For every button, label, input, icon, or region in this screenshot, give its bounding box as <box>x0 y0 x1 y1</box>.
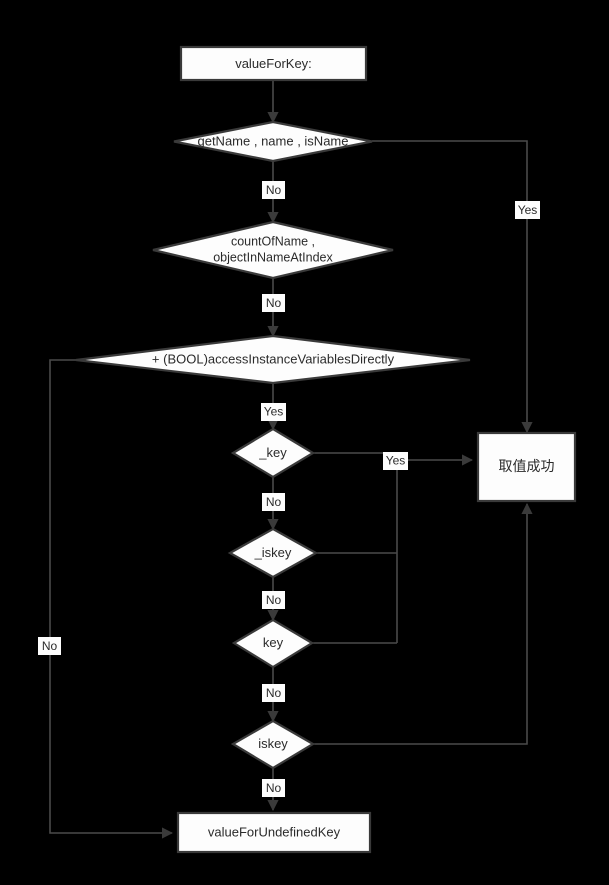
edge-label-key-no-text: No <box>266 686 282 700</box>
edge-label-underscorekey-yes-text: Yes <box>386 454 406 468</box>
node-iskey-diamond[interactable] <box>230 719 316 770</box>
edge-label-underscorekey-no-text: No <box>266 495 282 509</box>
edge-accessivars-no-to-undefinedkey <box>49 359 174 839</box>
edge-label-underscoreiskey-no-text: No <box>266 593 282 607</box>
node-underscore-iskey-diamond[interactable] <box>227 527 319 579</box>
edge-label-key-no: No <box>262 684 285 702</box>
node-accessinstancevariablesdirectly-diamond[interactable] <box>75 334 471 385</box>
node-valueforundefinedkey-box[interactable] <box>176 811 372 854</box>
node-success-label: 取值成功 <box>499 459 555 475</box>
node-underscore-key-diamond[interactable] <box>230 427 316 479</box>
edge-label-getname-yes: Yes <box>515 201 540 219</box>
node-key-label: key <box>263 635 284 650</box>
edge-label-accessivars-no-text: No <box>42 639 58 653</box>
edge-label-underscorekey-yes: Yes <box>383 452 408 470</box>
edge-label-getname-no: No <box>262 181 285 199</box>
edge-label-countofname-no: No <box>262 294 285 312</box>
edge-label-iskey-no-text: No <box>266 781 282 795</box>
node-underscore-key-label: _key <box>258 445 287 460</box>
edge-label-getname-no-text: No <box>266 183 282 197</box>
node-accessinstancevariablesdirectly-label: + (BOOL)accessInstanceVariablesDirectly <box>152 351 395 366</box>
edge-getname-yes-to-success <box>372 140 533 434</box>
node-getname-diamond[interactable] <box>173 120 373 163</box>
node-countofname-diamond[interactable] <box>152 220 394 280</box>
edge-label-underscoreiskey-no: No <box>262 591 285 609</box>
edge-iskey-yes-to-success <box>313 502 533 745</box>
node-countofname-label-line2: objectInNameAtIndex <box>213 250 333 264</box>
node-countofname-label-line1: countOfName , <box>231 234 315 248</box>
node-key-diamond[interactable] <box>231 618 315 669</box>
edge-label-accessivars-yes-text: Yes <box>264 405 284 419</box>
edge-label-getname-yes-text: Yes <box>518 203 538 217</box>
node-valueforundefinedkey-label: valueForUndefinedKey <box>208 824 341 839</box>
node-valueforkey-label: valueForKey: <box>235 56 312 71</box>
edge-label-accessivars-no: No <box>38 637 61 655</box>
node-underscore-iskey-label: _iskey <box>254 545 292 560</box>
node-valueforkey-box[interactable] <box>179 45 368 82</box>
edge-label-iskey-no: No <box>262 779 285 797</box>
edge-label-underscorekey-no: No <box>262 493 285 511</box>
edge-label-accessivars-yes: Yes <box>261 403 286 421</box>
node-getname-label: getName , name , isName <box>197 133 348 148</box>
edge-label-countofname-no-text: No <box>266 296 282 310</box>
node-iskey-label: iskey <box>258 736 288 751</box>
node-success-box[interactable] <box>476 431 577 503</box>
